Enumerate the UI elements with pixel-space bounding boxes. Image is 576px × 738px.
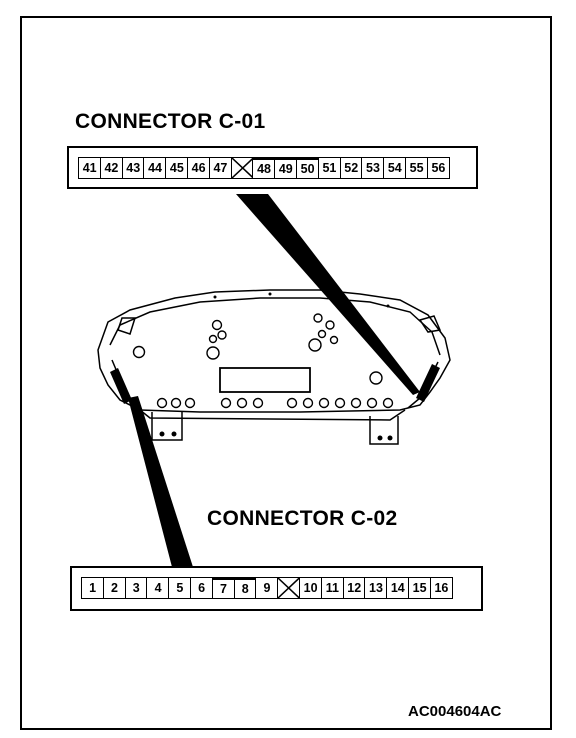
- gauge-holes: [132, 313, 383, 385]
- c01-pin: 52: [339, 157, 363, 179]
- c02-pin: 6: [189, 577, 214, 599]
- c02-pin: 13: [364, 577, 388, 599]
- c01-pin: 47: [208, 157, 233, 179]
- c01-pin: 45: [165, 157, 189, 179]
- c02-pin: 16: [429, 577, 454, 599]
- c02-pin: 2: [102, 577, 127, 599]
- c01-pin: 44: [143, 157, 167, 179]
- bulb-sockets: [156, 397, 394, 409]
- c01-pin: 53: [361, 157, 385, 179]
- c02-pin: 10: [298, 577, 323, 599]
- c01-pin: 54: [383, 157, 407, 179]
- leader-c01: [236, 194, 420, 395]
- c01-pin: 46: [186, 157, 211, 179]
- c02-pin: 12: [342, 577, 366, 599]
- c01-pin: 43: [121, 157, 145, 179]
- c01-pin: 51: [317, 157, 342, 179]
- tab-holes: [159, 431, 393, 441]
- c02-pin: 15: [407, 577, 432, 599]
- c02-blank-pin-icon: [277, 577, 301, 599]
- leader-c02: [128, 396, 193, 567]
- c01-pin: 55: [404, 157, 429, 179]
- c01-pin: 48: [252, 157, 276, 179]
- top-dots: [213, 292, 390, 308]
- c02-pin: 1: [81, 577, 105, 599]
- c02-pin: 5: [168, 577, 192, 599]
- c02-pin: 11: [320, 577, 345, 599]
- mounting-tabs: [151, 412, 399, 445]
- c02-pin: 4: [146, 577, 170, 599]
- c01-pin: 49: [274, 157, 298, 179]
- c01-blank-pin-icon: [230, 157, 254, 179]
- c02-pin: 14: [386, 577, 410, 599]
- c01-pin: 41: [78, 157, 102, 179]
- meter-housing: [97, 289, 451, 421]
- c01-pin: 56: [426, 157, 451, 179]
- connector-c02-title: CONNECTOR C-02: [207, 507, 398, 530]
- figure-code: AC004604AC: [408, 703, 502, 720]
- c02-pin: 3: [124, 577, 148, 599]
- c02-pin: 8: [233, 577, 257, 599]
- diagram-frame: [20, 16, 552, 730]
- c02-pin: 9: [255, 577, 279, 599]
- connector-c01-title: CONNECTOR C-01: [75, 110, 266, 133]
- c01-pin: 42: [99, 157, 124, 179]
- side-connectors: [110, 364, 440, 404]
- c02-pin: 7: [211, 577, 236, 599]
- c01-pin: 50: [295, 157, 320, 179]
- display-window: [219, 367, 311, 393]
